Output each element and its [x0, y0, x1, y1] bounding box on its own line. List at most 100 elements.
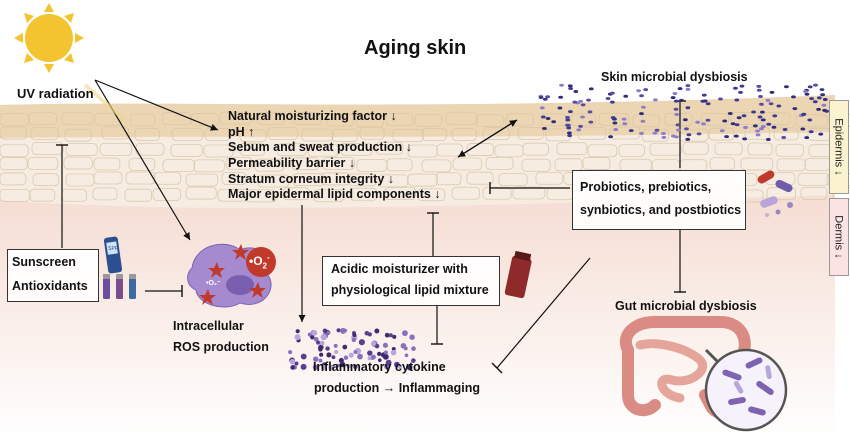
cytokine-particle — [377, 358, 382, 362]
skin-cell — [124, 188, 152, 202]
skin-cell — [795, 114, 828, 128]
skin-bacterium — [742, 137, 748, 141]
skin-cell — [65, 143, 98, 156]
gut-bacteria-magnifier-icon — [704, 348, 788, 432]
skin-bacterium — [566, 126, 572, 130]
epidermis-tab-label: Epidermis ↓ — [833, 118, 845, 176]
skin-cell — [414, 113, 443, 127]
skin-change-item: Major epidermal lipid components ↓ — [228, 187, 441, 202]
antioxidant-vials-icon — [103, 274, 136, 299]
skin-cell — [521, 158, 551, 172]
cytokine-particle — [353, 350, 358, 355]
svg-text:SPF: SPF — [108, 246, 118, 252]
cytokine-label-line1: Inflammatory cytokine — [313, 360, 446, 374]
skin-bacterium — [818, 132, 824, 136]
skin-bacterium — [736, 116, 742, 120]
skin-bacterium — [676, 128, 681, 132]
skin-bacterium — [718, 97, 723, 101]
skin-bacterium — [587, 110, 593, 114]
skin-cell — [93, 171, 123, 185]
skin-cell — [239, 129, 267, 143]
skin-bacterium — [784, 85, 789, 89]
skin-bacterium — [677, 87, 683, 91]
protection-box: Sunscreen Antioxidants — [7, 249, 99, 302]
skin-bacterium — [768, 102, 774, 106]
skin-bacterium — [580, 103, 586, 107]
cytokine-particles-cluster — [288, 327, 416, 371]
skin-bacterium — [542, 127, 547, 131]
skin-cell — [436, 143, 463, 157]
skin-bacterium — [685, 137, 691, 141]
skin-bacterium — [733, 134, 739, 138]
skin-cell — [340, 142, 373, 156]
skin-cell — [709, 157, 735, 171]
skin-bacterium — [580, 115, 585, 119]
skin-bacterium — [660, 131, 666, 135]
skin-cell — [217, 188, 249, 202]
skin-bacterium — [685, 87, 691, 91]
cytokine-particle — [312, 364, 319, 370]
skin-change-item: Natural moisturizing factor ↓ — [228, 109, 397, 123]
skin-bacterium — [813, 83, 818, 87]
skin-bacterium — [765, 138, 771, 142]
skin-bacterium — [578, 99, 584, 103]
skin-cell — [307, 143, 339, 157]
probiotics-label-line1: Probiotics, prebiotics, — [580, 180, 712, 194]
probiotics-label-line2: synbiotics, and postbiotics — [580, 203, 742, 217]
skin-cell — [293, 112, 322, 125]
cytokine-particle — [312, 356, 319, 362]
dermis-tab-label: Dermis ↓ — [833, 215, 846, 259]
skin-cell — [775, 143, 805, 157]
cytokine-particle — [390, 349, 397, 356]
skin-cell — [61, 111, 94, 125]
skin-cell — [256, 111, 285, 125]
skin-cell — [570, 112, 597, 126]
cytokine-particle — [411, 358, 416, 363]
cytokine-particle — [364, 330, 370, 336]
skin-bacterium — [540, 115, 546, 119]
skin-bacterium — [673, 99, 679, 103]
probiotic-capsules-icon — [757, 170, 793, 217]
skin-changes-list: Natural moisturizing factor ↓ pH ↑ Sebum… — [228, 109, 441, 203]
uv-radiation-label: UV radiation — [17, 86, 94, 101]
cytokine-particle — [388, 333, 393, 338]
skin-bacterium — [639, 112, 644, 116]
skin-cell — [185, 173, 219, 187]
skin-cell — [219, 111, 252, 125]
skin-cell — [505, 113, 534, 127]
cytokine-particle — [339, 361, 346, 368]
skin-cell — [421, 159, 452, 173]
skin-bacterium — [545, 95, 551, 99]
probiotics-box: Probiotics, prebiotics, synbiotics, and … — [572, 170, 746, 230]
skin-bacterium — [705, 102, 711, 106]
cytokine-particle — [300, 363, 307, 370]
skin-cell — [421, 128, 447, 141]
skin-cell — [700, 112, 729, 126]
cytokine-particle — [294, 334, 301, 341]
cytokine-particle — [313, 336, 319, 342]
skin-cell — [598, 112, 629, 126]
gut-dysbiosis-label: Gut microbial dysbiosis — [615, 299, 757, 313]
skin-bacterium — [816, 107, 821, 111]
skin-bacterium — [701, 122, 706, 126]
cytokine-particle — [338, 357, 344, 363]
skin-bacterium — [670, 134, 676, 138]
skin-bacterium — [573, 89, 579, 93]
skin-change-item: Sebum and sweat production ↓ — [228, 140, 413, 155]
skin-cell — [714, 142, 743, 156]
cytokine-particle — [348, 352, 354, 358]
skin-cell — [618, 144, 645, 157]
skin-bacterium — [821, 103, 827, 107]
cytokine-particle — [333, 343, 338, 348]
skin-bacterium — [804, 92, 810, 96]
cytokine-particle — [326, 330, 331, 335]
skin-bacterium — [654, 128, 660, 132]
skin-bacterium — [686, 133, 692, 137]
cytokine-particle — [385, 359, 392, 366]
skin-bacterium — [792, 107, 798, 111]
skin-bacterium — [727, 111, 733, 115]
skin-cell — [348, 173, 377, 187]
skin-bacterium — [801, 113, 806, 117]
skin-bacterium — [610, 91, 615, 95]
